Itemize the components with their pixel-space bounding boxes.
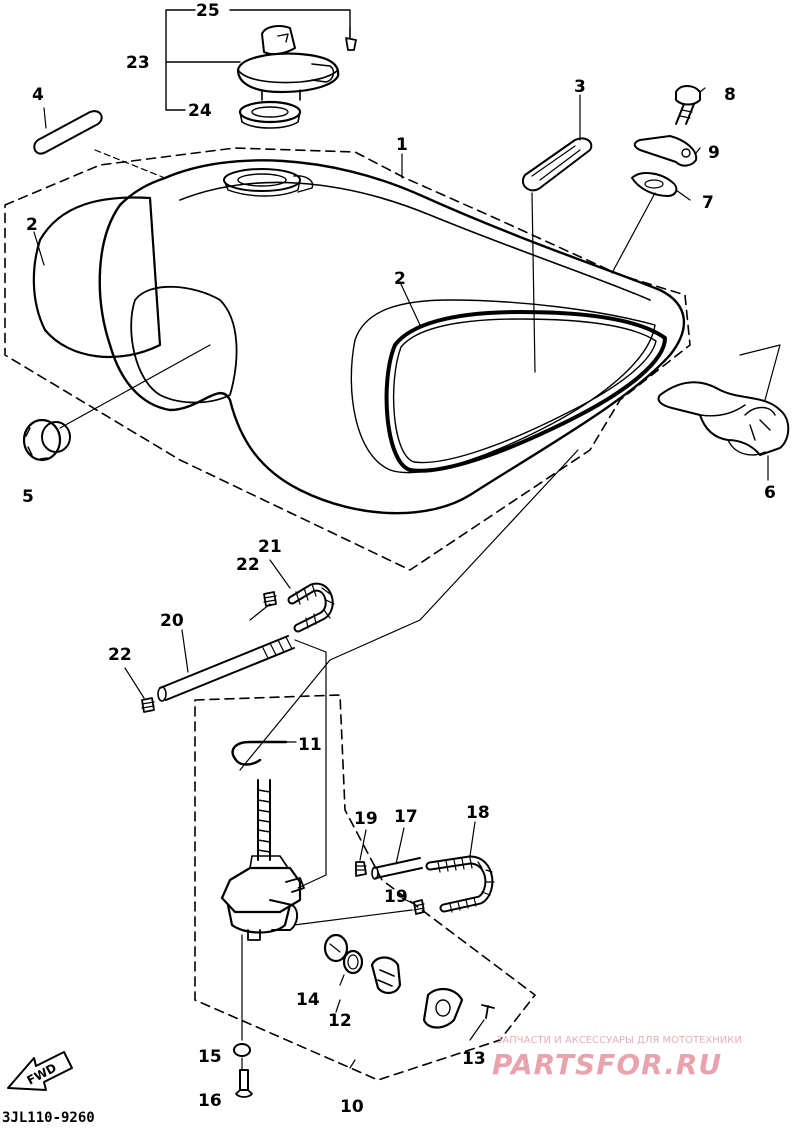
callout-4: 4 [32, 85, 44, 105]
fuel-hose-coiled-upper [287, 582, 335, 633]
callout-labels: 1 2 2 3 4 5 6 7 8 9 10 11 12 13 14 15 16… [2, 1, 776, 1126]
callout-20: 20 [160, 611, 184, 631]
fuel-petcock [220, 779, 305, 941]
callout-12: 12 [328, 1011, 352, 1031]
callout-22-lower: 22 [108, 645, 132, 665]
watermark: ЗАПЧАСТИ И АКСЕССУАРЫ ДЛЯ МОТОТЕХНИКИ PA… [492, 1035, 742, 1081]
callout-19-upper: 19 [354, 809, 378, 829]
callout-25: 25 [196, 1, 220, 21]
callout-8: 8 [724, 85, 736, 105]
watermark-logo: PARTSFOR.RU [492, 1048, 722, 1081]
fuel-hose-straight [157, 635, 295, 702]
drain-washer [233, 1043, 251, 1057]
fuel-hose-coiled [425, 855, 495, 913]
callout-16: 16 [198, 1091, 222, 1111]
bracket-plate [633, 135, 698, 167]
tank-rear-bracket [657, 381, 790, 456]
callout-17: 17 [394, 807, 418, 827]
bracket-bolt [675, 85, 701, 125]
tank-side-strip [33, 110, 103, 155]
petcock-cover-plate [422, 987, 495, 1029]
bracket-washer [631, 172, 678, 197]
callout-7: 7 [702, 193, 714, 213]
hose-clamp-22-upper [263, 591, 277, 607]
callout-22-upper: 22 [236, 555, 260, 575]
tank-grommet [22, 418, 71, 462]
callout-19-lower: 19 [384, 887, 408, 907]
callout-10: 10 [340, 1097, 364, 1117]
fwd-label: FWD [25, 1061, 59, 1088]
hose-clamp-lower [413, 899, 425, 915]
callout-1: 1 [396, 135, 408, 155]
petcock-lever [370, 956, 402, 994]
petcock-plug [323, 933, 349, 963]
callout-13: 13 [462, 1049, 486, 1069]
callout-18: 18 [466, 803, 490, 823]
callout-23: 23 [126, 53, 150, 73]
callout-24: 24 [188, 101, 212, 121]
callout-5: 5 [22, 487, 34, 507]
petcock-leader-lines [124, 449, 579, 1071]
callout-3: 3 [574, 77, 586, 97]
callout-6: 6 [764, 483, 776, 503]
petcock-o-ring [342, 949, 364, 975]
watermark-subtitle: ЗАПЧАСТИ И АКСЕССУАРЫ ДЛЯ МОТОТЕХНИКИ [496, 1035, 742, 1046]
forward-arrow [7, 1051, 73, 1091]
petcock-assembly-outline [194, 694, 536, 1081]
fuel-hose-short [371, 857, 423, 880]
hose-clamp-22-lower [141, 697, 155, 713]
callout-15: 15 [198, 1047, 222, 1067]
diagram-part-code: 3JL110-9260 [2, 1110, 95, 1126]
tank-assembly-outline [4, 147, 691, 571]
tank-emblem-right [384, 310, 667, 473]
callout-9: 9 [708, 143, 720, 163]
hose-clamp-upper [355, 861, 367, 877]
tank-top-badge [521, 137, 593, 192]
fuel-tank [32, 159, 685, 515]
callout-11: 11 [298, 735, 322, 755]
callout-21: 21 [258, 537, 282, 557]
drain-screw [235, 1069, 253, 1098]
filter-clip [231, 740, 288, 766]
callout-14: 14 [296, 990, 320, 1010]
fuel-cap-assembly [165, 9, 357, 129]
tank-leader-lines [33, 87, 781, 481]
callout-2-right: 2 [394, 269, 406, 289]
callout-2-left: 2 [26, 215, 38, 235]
